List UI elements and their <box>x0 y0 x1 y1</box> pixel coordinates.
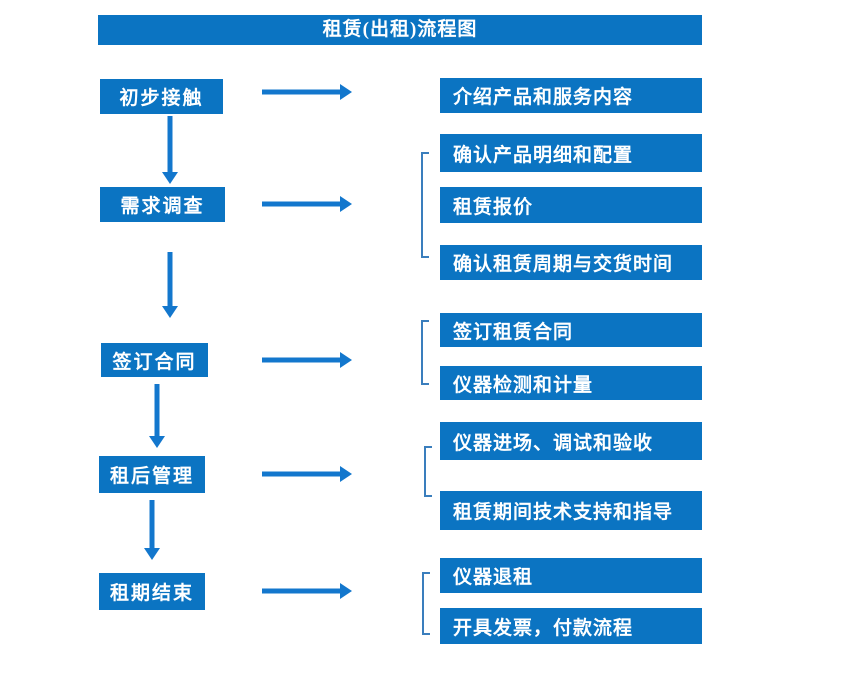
right-arrow-1 <box>262 84 352 100</box>
arrow-shaft <box>167 116 173 173</box>
group-bracket-lease-end <box>422 572 430 635</box>
detail-box-instrument-setup-acceptance: 仪器进场、调试和验收 <box>440 422 702 460</box>
down-arrow-1 <box>162 116 178 184</box>
step-box-initial-contact: 初步接触 <box>100 79 223 114</box>
group-bracket-sign-contract <box>421 320 429 385</box>
down-arrow-3 <box>149 384 165 448</box>
arrow-head-icon <box>144 548 160 560</box>
step-box-sign-contract: 签订合同 <box>101 343 208 377</box>
arrow-shaft <box>262 588 341 594</box>
step-box-post-rental-management: 租后管理 <box>99 456 205 493</box>
arrow-head-icon <box>340 583 352 599</box>
detail-box-introduce-products-services: 介绍产品和服务内容 <box>440 78 702 113</box>
arrow-head-icon <box>340 352 352 368</box>
arrow-head-icon <box>162 306 178 318</box>
arrow-shaft <box>262 357 341 363</box>
detail-box-confirm-product-details: 确认产品明细和配置 <box>440 134 702 172</box>
detail-box-confirm-period-delivery: 确认租赁周期与交货时间 <box>440 245 702 280</box>
arrow-shaft <box>262 471 341 477</box>
detail-box-invoice-payment: 开具发票，付款流程 <box>440 608 702 644</box>
title-banner: 租赁(出租)流程图 <box>98 15 702 45</box>
arrow-head-icon <box>340 466 352 482</box>
detail-box-sign-rental-contract: 签订租赁合同 <box>440 313 702 347</box>
arrow-shaft <box>154 384 160 437</box>
detail-box-rental-quote: 租赁报价 <box>440 187 702 223</box>
group-bracket-post-rental <box>424 446 432 497</box>
right-arrow-3 <box>262 352 352 368</box>
step-box-lease-end: 租期结束 <box>99 573 205 610</box>
arrow-head-icon <box>149 436 165 448</box>
arrow-head-icon <box>340 196 352 212</box>
detail-box-instrument-return: 仪器退租 <box>440 558 702 593</box>
arrow-shaft <box>149 500 155 549</box>
down-arrow-2 <box>162 252 178 318</box>
arrow-shaft <box>262 89 341 95</box>
arrow-head-icon <box>340 84 352 100</box>
right-arrow-2 <box>262 196 352 212</box>
right-arrow-5 <box>262 583 352 599</box>
detail-box-technical-support: 租赁期间技术支持和指导 <box>440 491 702 530</box>
step-box-demand-survey: 需求调查 <box>100 187 225 222</box>
detail-box-instrument-testing: 仪器检测和计量 <box>440 366 702 400</box>
group-bracket-demand-survey <box>421 152 429 258</box>
arrow-shaft <box>167 252 173 307</box>
down-arrow-4 <box>144 500 160 560</box>
arrow-head-icon <box>162 172 178 184</box>
right-arrow-4 <box>262 466 352 482</box>
page-title: 租赁(出租)流程图 <box>322 19 478 40</box>
arrow-shaft <box>262 201 341 207</box>
